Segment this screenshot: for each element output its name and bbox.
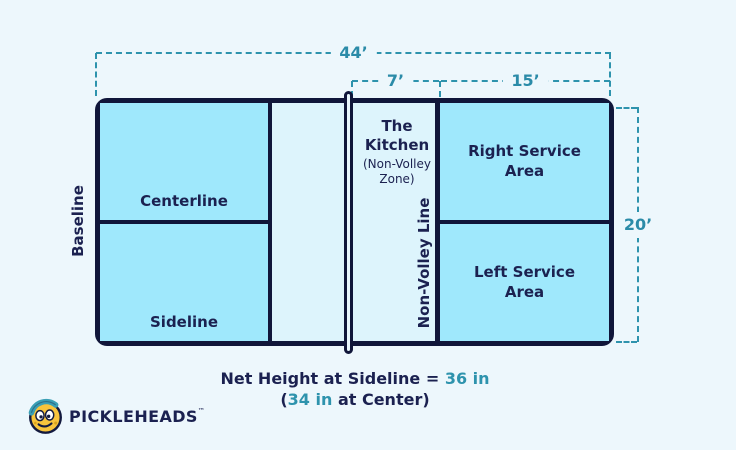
net-height-sideline-text: Net Height at Sideline = (220, 369, 445, 388)
dimension-tick-20ft-bottom (616, 341, 637, 343)
left-bottom-quadrant: Sideline (100, 224, 268, 341)
right-service-area-label: Right Service Area (468, 142, 581, 180)
dimension-line-20ft: 20’ (621, 107, 655, 342)
kitchen-zone-label: The Kitchen (Non-Volley Zone) (350, 117, 444, 188)
baseline-label: Baseline (69, 185, 87, 257)
net-height-center-value: 34 in (287, 390, 333, 409)
left-service-area-label: Left Service Area (473, 263, 575, 301)
left-top-quadrant: Centerline (100, 103, 268, 224)
dimension-label-7ft: 7’ (377, 73, 414, 89)
dimension-tick-7ft-left (351, 81, 353, 97)
left-side-service-areas: Centerline Sideline (100, 103, 272, 341)
non-volley-line-label: Non-Volley Line (415, 197, 433, 329)
left-service-area: Left Service Area (440, 224, 609, 341)
kitchen-title: The Kitchen (364, 117, 430, 154)
pickleball-mascot-icon (28, 398, 62, 434)
dimension-tick-44ft-right (609, 53, 611, 96)
net-height-note: Net Height at Sideline = 36 in (34 in at… (155, 368, 555, 410)
net-height-center-open: ( (280, 390, 288, 409)
sideline-label: Sideline (150, 312, 218, 331)
dimension-label-44ft: 44’ (330, 45, 377, 61)
net-height-sideline-value: 36 in (444, 369, 490, 388)
right-service-area: Right Service Area (440, 103, 609, 224)
dimension-tick-20ft-top (616, 107, 637, 109)
centerline-label: Centerline (140, 191, 228, 210)
pickleheads-logo: PICKLEHEADS™ (27, 398, 205, 435)
dimension-line-15ft: 15’ (441, 73, 610, 89)
dimension-tick-7ft-right (439, 81, 441, 97)
net (344, 91, 353, 354)
dimension-label-15ft: 15’ (502, 73, 549, 89)
right-side-service-areas: Right Service Area Left Service Area (435, 103, 609, 341)
dimension-label-20ft: 20’ (621, 211, 655, 238)
pickleheads-wordmark: PICKLEHEADS™ (69, 407, 206, 426)
kitchen-subtitle: (Non-Volley Zone) (362, 156, 431, 187)
dimension-line-44ft: 44’ (96, 45, 611, 61)
court-outline: Centerline Sideline Right Service Area L… (95, 98, 614, 346)
dimension-line-7ft: 7’ (352, 73, 439, 89)
dimension-tick-44ft-left (95, 53, 97, 96)
net-height-center-text: at Center) (332, 390, 430, 409)
trademark-symbol: ™ (197, 407, 206, 415)
